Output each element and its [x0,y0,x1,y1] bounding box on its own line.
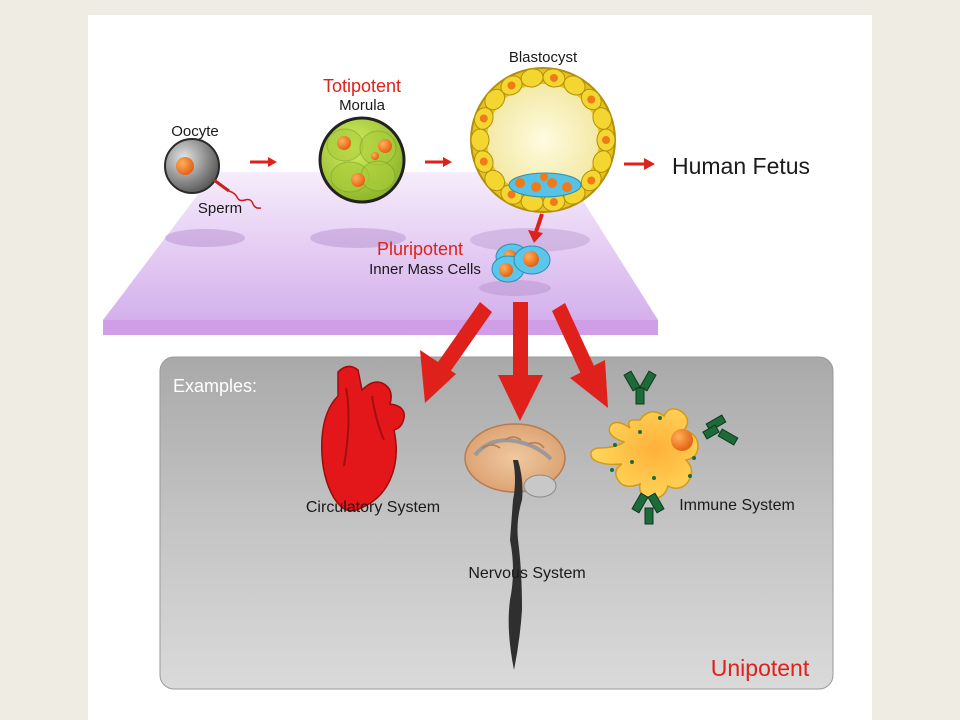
arrow-icon [528,213,544,243]
trophoblast-nucleus [507,190,516,199]
trophoblast-nucleus [602,136,610,144]
examples-panel [159,356,834,690]
trophoblast-nucleus [549,73,558,82]
immune-cell-icon [590,408,699,499]
trophoblast-cell [592,107,612,130]
antibody-icon [631,492,665,525]
heart-icon [321,365,405,512]
totipotent-label: Totipotent [323,76,401,96]
antibody-icon [623,370,657,405]
arrow-icon [250,157,277,167]
pluripotent-cells [491,243,551,283]
arrow-icon [425,157,452,167]
trophoblast-nucleus [507,81,516,90]
trophoblast-cell [470,128,490,152]
oocyte-cell [164,138,220,194]
trophoblast-nucleus [479,114,488,123]
blastocyst-label: Blastocyst [509,49,578,66]
blastocyst-cell [470,67,616,213]
immune-system-label: Immune System [679,497,795,514]
arrow-icon [624,158,655,170]
inner-mass-cells-label: Inner Mass Cells [369,261,481,278]
brain-icon [464,423,566,670]
unipotent-label: Unipotent [711,655,810,681]
arrow-icon [420,302,492,403]
antibody-icon [702,414,739,446]
circulatory-system-label: Circulatory System [306,499,440,516]
nervous-system-label: Nervous System [468,565,585,582]
trophoblast-nucleus [587,95,596,104]
arrow-icon [552,303,608,408]
trophoblast-nucleus [549,198,558,207]
sperm-label: Sperm [198,200,242,217]
sperm-cell [213,178,262,209]
arrow-icon [498,302,543,421]
pluripotent-label: Pluripotent [377,239,463,259]
trophoblast-nucleus [479,157,488,166]
human-fetus-label: Human Fetus [672,153,810,179]
oocyte-label: Oocyte [171,123,219,140]
examples-title: Examples: [173,376,257,396]
morula-cell [318,116,406,204]
morula-label: Morula [339,97,386,114]
trophoblast-nucleus [587,176,596,185]
